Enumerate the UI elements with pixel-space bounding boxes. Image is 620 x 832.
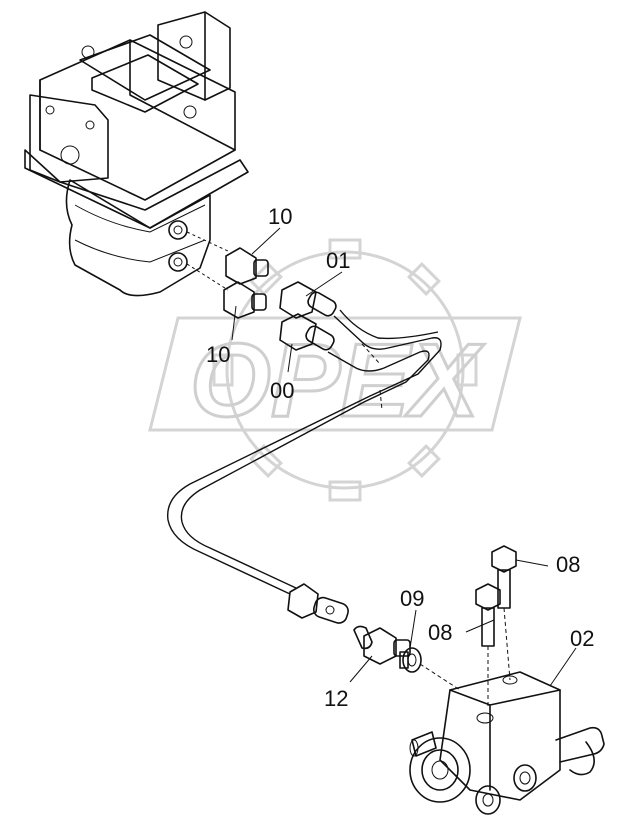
- lower-valve: [409, 671, 605, 815]
- base-flange: [24, 149, 249, 229]
- watermark-text: OPEX: [190, 323, 485, 439]
- leader-lines: [231, 227, 577, 687]
- tube-line-b: [180, 350, 430, 589]
- fitting-10-upper: [225, 247, 269, 285]
- callout-08-lower: 08: [428, 620, 452, 645]
- tube-line-a: [166, 315, 442, 595]
- fitting-12: [353, 625, 411, 665]
- watermark-logo: OPEX: [148, 238, 522, 502]
- callout-09: 09: [400, 586, 424, 611]
- fitting-10-lower: [223, 281, 267, 319]
- bottom-port: [513, 764, 537, 792]
- hose-end-lower: [287, 583, 349, 624]
- callout-08-upper: 08: [556, 552, 580, 577]
- bolt-08-upper: [491, 545, 517, 681]
- callout-12: 12: [324, 686, 348, 711]
- hose-end-00: [279, 313, 335, 351]
- bolt-08-lower: [475, 583, 501, 706]
- hose-end-01: [279, 281, 337, 319]
- callout-00: 00: [270, 378, 294, 403]
- callout-01: 01: [326, 248, 350, 273]
- valve-body: [65, 179, 211, 297]
- bottom-port: [475, 785, 501, 815]
- callout-02: 02: [570, 626, 594, 651]
- cover-plate: [79, 34, 211, 101]
- watermark-gear-teeth: [212, 238, 478, 502]
- fittings-10: [186, 231, 269, 319]
- watermark-gear: [225, 250, 465, 490]
- watermark-frame: [148, 316, 522, 432]
- hose-assembly: [166, 281, 442, 624]
- callout-10-upper: 10: [268, 204, 292, 229]
- fitting-09: [399, 647, 422, 673]
- side-pipe: [555, 726, 605, 763]
- flange-port: [60, 145, 80, 165]
- left-nozzle: [411, 731, 437, 757]
- callout-10-lower: 10: [206, 342, 230, 367]
- port-upper: [168, 220, 188, 240]
- front-boss: [409, 737, 471, 803]
- port-lower: [168, 252, 188, 272]
- lower-valve-body: [439, 671, 561, 801]
- top-bolt: [183, 105, 197, 119]
- top-bolt: [81, 45, 95, 59]
- upper-valve-assembly: [24, 11, 249, 297]
- left-flange: [29, 94, 109, 183]
